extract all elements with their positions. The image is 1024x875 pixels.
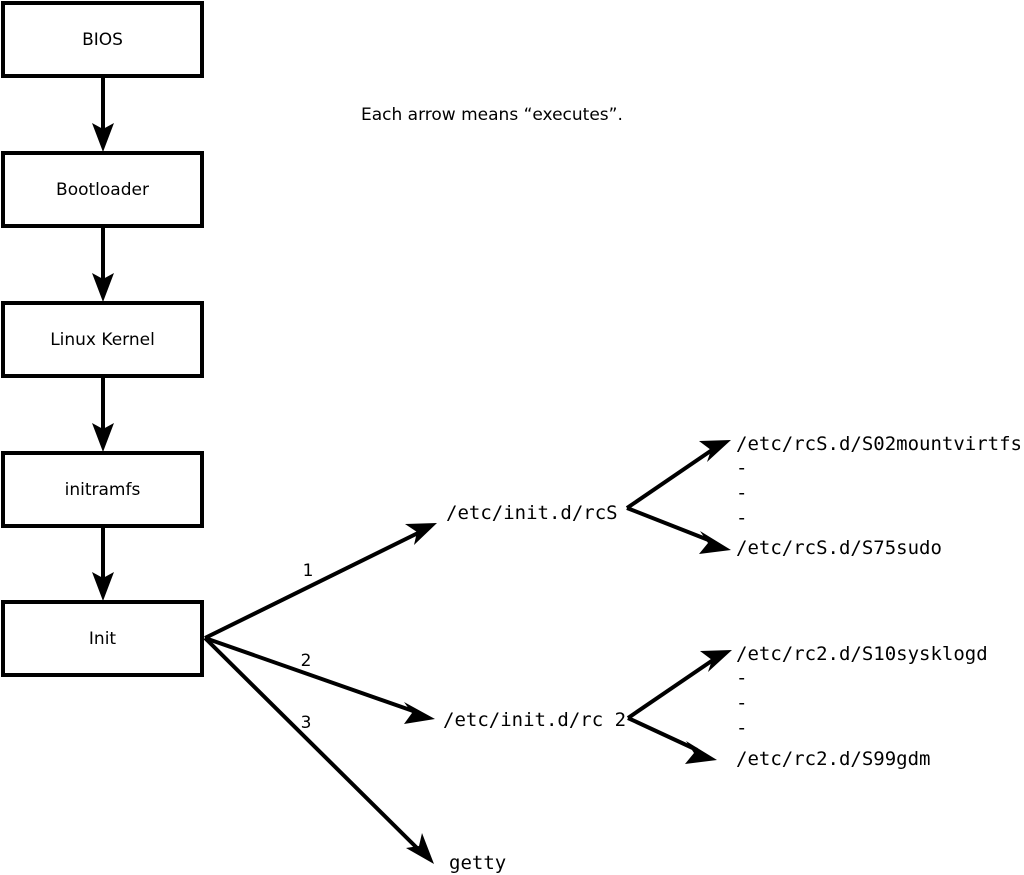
edge-init-to-rc2: 2 bbox=[204, 636, 435, 724]
label-rc2-last-script: /etc/rc2.d/S99gdm bbox=[736, 748, 930, 770]
label-getty: getty bbox=[449, 852, 506, 874]
node-bios-label: BIOS bbox=[82, 30, 123, 50]
edge-init-to-getty: 3 bbox=[203, 636, 434, 864]
node-bootloader-box bbox=[1, 151, 204, 228]
arrow-bios-to-bootloader bbox=[92, 77, 114, 152]
arrowhead-icon bbox=[404, 702, 435, 724]
arrowhead-icon bbox=[406, 833, 434, 864]
arrowhead-icon bbox=[685, 741, 717, 764]
label-rc2-first-script: /etc/rc2.d/S10sysklogd bbox=[736, 643, 988, 665]
edge-rc2-to-first-script bbox=[626, 650, 732, 720]
node-bios-box bbox=[1, 1, 204, 78]
arrowhead-icon bbox=[405, 523, 437, 545]
edge-init-to-rcs: 1 bbox=[204, 523, 437, 640]
branch-target-labels: /etc/init.d/rcS /etc/init.d/rc 2 getty bbox=[443, 502, 626, 874]
rcs-ellipsis-dash-1: - bbox=[736, 457, 747, 479]
node-linux-kernel-label: Linux Kernel bbox=[50, 330, 155, 350]
boot-chain-arrows bbox=[92, 77, 114, 601]
arrow-bootloader-to-kernel bbox=[92, 227, 114, 302]
diagram-caption: Each arrow means “executes”. bbox=[361, 105, 623, 125]
node-initramfs: initramfs bbox=[1, 451, 204, 528]
label-rcs-last-script: /etc/rcS.d/S75sudo bbox=[736, 537, 942, 559]
node-bootloader-label: Bootloader bbox=[56, 180, 149, 200]
init-fanout-group: 1 2 3 bbox=[203, 523, 437, 864]
node-initramfs-box bbox=[1, 451, 204, 528]
edge-label-3: 3 bbox=[301, 713, 312, 733]
rcs-ellipsis-dash-2: - bbox=[736, 482, 747, 504]
label-rcs-first-script: /etc/rcS.d/S02mountvirtfs bbox=[736, 433, 1022, 455]
arrowhead-icon bbox=[699, 531, 731, 554]
arrow-kernel-to-initramfs bbox=[92, 377, 114, 452]
node-init-box bbox=[1, 600, 204, 677]
edge-label-2: 2 bbox=[301, 651, 312, 671]
node-init: Init bbox=[1, 600, 204, 677]
node-bios: BIOS bbox=[1, 1, 204, 78]
boot-chain-group: BIOS Bootloader Linux Kernel initramfs I… bbox=[1, 1, 204, 677]
edge-rcs-to-first-script bbox=[625, 440, 731, 510]
arrow-initramfs-to-init bbox=[92, 527, 114, 601]
arrowhead-icon bbox=[92, 572, 114, 601]
arrowhead-icon bbox=[92, 273, 114, 302]
node-init-label: Init bbox=[89, 629, 117, 649]
label-init-d-rcs: /etc/init.d/rcS bbox=[446, 502, 618, 524]
rcs-ellipsis-dash-3: - bbox=[736, 507, 747, 529]
label-init-d-rc2: /etc/init.d/rc 2 bbox=[443, 709, 626, 731]
rcs-fanout-group: /etc/rcS.d/S02mountvirtfs - - - /etc/rcS… bbox=[625, 433, 1022, 559]
edge-rcs-to-last-script bbox=[626, 506, 731, 554]
node-initramfs-label: initramfs bbox=[65, 480, 141, 500]
arrowhead-icon bbox=[92, 123, 114, 152]
node-bootloader: Bootloader bbox=[1, 151, 204, 228]
arrowhead-icon bbox=[700, 650, 732, 672]
edge-rc2-to-last-script bbox=[627, 716, 717, 764]
arrowhead-icon bbox=[92, 423, 114, 452]
rc2-fanout-group: /etc/rc2.d/S10sysklogd - - - /etc/rc2.d/… bbox=[626, 643, 988, 770]
rc2-ellipsis-dash-3: - bbox=[736, 717, 747, 739]
arrowhead-icon bbox=[699, 440, 731, 462]
node-linux-kernel-box bbox=[1, 301, 204, 378]
node-linux-kernel: Linux Kernel bbox=[1, 301, 204, 378]
rc2-ellipsis-dash-1: - bbox=[736, 667, 747, 689]
rc2-ellipsis-dash-2: - bbox=[736, 692, 747, 714]
edge-label-1: 1 bbox=[303, 561, 314, 581]
